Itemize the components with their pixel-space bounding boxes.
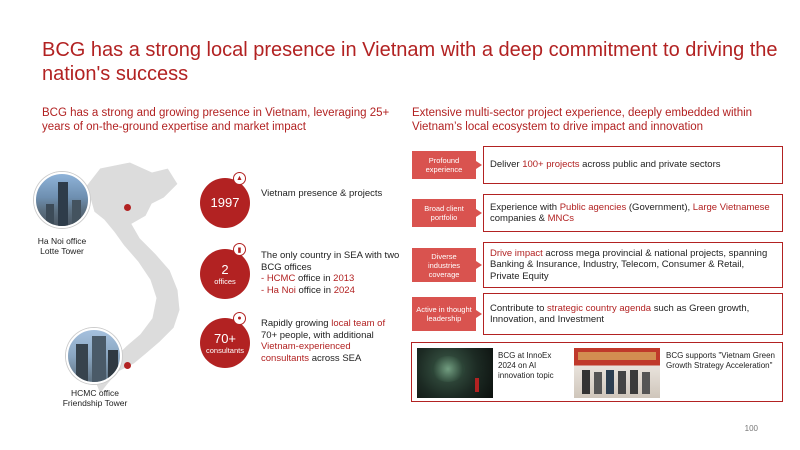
green-growth-photo — [574, 348, 660, 398]
office-icon: ▮ — [233, 243, 246, 256]
stat-unit: consultants — [206, 345, 244, 355]
vietnam-map — [85, 161, 181, 395]
stat-2-text: The only country in SEA with two BCG off… — [261, 250, 400, 296]
stat-value: 2 — [221, 261, 229, 277]
innoex-photo — [417, 348, 493, 398]
stat-unit: offices — [214, 276, 236, 286]
hcmc-photo — [66, 328, 122, 384]
innoex-caption: BCG at InnoEx 2024 on AI innovation topi… — [498, 351, 554, 380]
evidence-box: BCG at InnoEx 2024 on AI innovation topi… — [411, 342, 783, 402]
row-thought-leadership: Contribute to strategic country agenda s… — [483, 293, 783, 335]
stat-consultants: 70+ consultants — [200, 318, 250, 368]
row-broad-client-portfolio: Experience with Public agencies (Governm… — [483, 194, 783, 232]
page-title: BCG has a strong local presence in Vietn… — [42, 39, 778, 85]
left-subtitle: BCG has a strong and growing presence in… — [42, 107, 390, 133]
row-profound-experience: Deliver 100+ projects across public and … — [483, 146, 783, 184]
building-icon: ▲ — [233, 172, 246, 185]
stat-value: 70+ — [213, 330, 237, 346]
tag-profound-experience: Profound experience — [412, 151, 482, 179]
right-subtitle: Extensive multi-sector project experienc… — [412, 107, 753, 133]
hcmc-office-label: HCMC office Friendship Tower — [62, 388, 128, 408]
stat-1-text: Vietnam presence & projects — [261, 188, 383, 199]
tag-broad-client-portfolio: Broad client portfolio — [412, 199, 482, 227]
row-diverse-industries: Drive impact across mega provincial & na… — [483, 242, 783, 288]
stat-3-text: Rapidly growing local team of 70+ people… — [261, 318, 386, 364]
hanoi-photo — [34, 172, 90, 228]
hanoi-dot — [124, 204, 131, 211]
people-icon: ● — [233, 312, 246, 325]
hanoi-office-label: Ha Noi office Lotte Tower — [37, 236, 87, 256]
stat-1997: 1997 — [200, 178, 250, 228]
hcmc-dot — [124, 362, 131, 369]
green-growth-caption: BCG supports "Vietnam Green Growth Strat… — [666, 351, 775, 370]
tag-diverse-industries: Diverse industries coverage — [412, 248, 482, 282]
tag-thought-leadership: Active in thought leadership — [412, 297, 482, 331]
stat-value: 1997 — [210, 195, 240, 210]
stat-offices: 2 offices — [200, 249, 250, 299]
page-number: 100 — [744, 424, 758, 433]
